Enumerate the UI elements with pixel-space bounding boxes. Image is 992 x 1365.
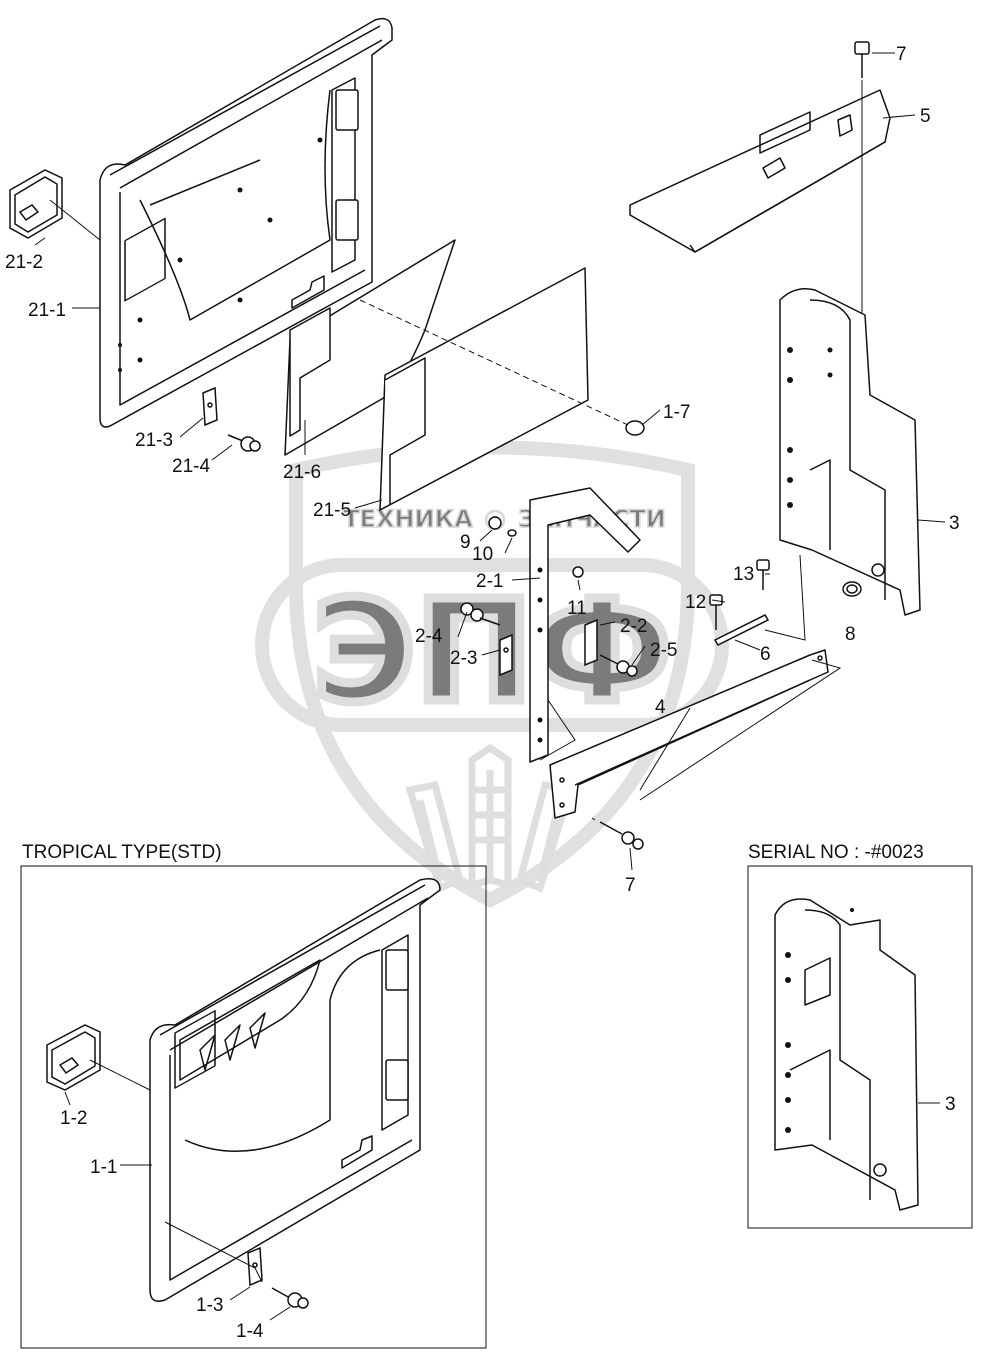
- label-5: 5: [920, 106, 931, 127]
- bolt-1-4: [271, 1287, 309, 1309]
- handle-21-2: [9, 169, 63, 239]
- watermark-shield: [289, 440, 695, 908]
- label-21-4: 21-4: [172, 456, 210, 477]
- pillar-3: [779, 288, 921, 616]
- latch-1-3: [247, 1246, 263, 1287]
- watermark-oval-band: [255, 558, 729, 732]
- watermark: ЭПФ ТЕХНИКА ЗАПЧАСТИ: [255, 440, 729, 908]
- bolt-7-top: [854, 41, 870, 78]
- pillar-3-inset: [774, 898, 919, 1211]
- label-21-6: 21-6: [283, 462, 321, 483]
- bracket-2-1: [529, 487, 641, 763]
- label-2-2: 2-2: [620, 616, 647, 637]
- label-21-1: 21-1: [28, 300, 66, 321]
- label-2-1: 2-1: [476, 571, 503, 592]
- label-3: 3: [949, 513, 960, 534]
- washer-10: [507, 529, 517, 537]
- label-9: 9: [460, 532, 471, 553]
- bolt-12: [709, 594, 723, 630]
- label-21-5: 21-5: [313, 500, 351, 521]
- panel-21-5: [379, 267, 589, 511]
- label-7-bottom: 7: [625, 875, 636, 896]
- bolt-13: [756, 559, 770, 590]
- label-2-3: 2-3: [450, 648, 477, 669]
- bolt-2-4: [460, 602, 501, 626]
- plug-8: [842, 581, 862, 597]
- door-panel-1-1: [149, 878, 441, 1302]
- watermark-wheat-icon: [405, 743, 575, 893]
- bolt-2-5: [599, 654, 638, 677]
- screw-9: [488, 516, 502, 530]
- label-1-7: 1-7: [663, 402, 690, 423]
- tropical-inset-title: TROPICAL TYPE(STD): [22, 842, 222, 863]
- label-1-3: 1-3: [196, 1295, 223, 1316]
- label-1-2: 1-2: [60, 1108, 87, 1129]
- nut-11: [572, 566, 584, 578]
- serial-inset-frame: [747, 865, 973, 1229]
- tropical-inset-frame: [20, 865, 487, 1349]
- label-10: 10: [472, 544, 493, 565]
- label-12: 12: [685, 592, 706, 613]
- beam-4: [549, 649, 829, 819]
- label-1-4: 1-4: [236, 1321, 264, 1342]
- label-21-3: 21-3: [135, 430, 173, 451]
- label-21-2: 21-2: [5, 252, 43, 273]
- label-8: 8: [845, 624, 856, 645]
- bracket-5: [629, 89, 891, 253]
- door-panel-21-1: [99, 17, 393, 428]
- label-1-1: 1-1: [90, 1157, 117, 1178]
- label-11: 11: [567, 598, 587, 619]
- label-7-top: 7: [896, 44, 907, 65]
- label-2-4: 2-4: [415, 626, 443, 647]
- label-6: 6: [760, 644, 771, 665]
- rod-6: [713, 614, 770, 646]
- leader-lines: [34, 52, 946, 1321]
- bolt-21-4: [227, 434, 261, 452]
- label-2-5: 2-5: [650, 640, 677, 661]
- label-3-inset: 3: [945, 1094, 956, 1115]
- latch-2-2: [584, 618, 598, 667]
- callout-labels: 7 5 3 8 13 12 6 4 7 9 10 11 2-1 2-2 2-3 …: [5, 44, 960, 1342]
- serial-inset-title: SERIAL NO : -#0023: [748, 842, 924, 863]
- handle-1-2: [46, 1024, 101, 1091]
- watermark-word-left: ТЕХНИКА: [343, 505, 473, 533]
- latch-21-3: [202, 386, 218, 427]
- label-13: 13: [733, 564, 754, 585]
- latch-2-3: [499, 633, 513, 677]
- cap-1-7: [625, 420, 645, 436]
- label-4: 4: [655, 697, 666, 718]
- bolt-7-bottom: [599, 821, 644, 850]
